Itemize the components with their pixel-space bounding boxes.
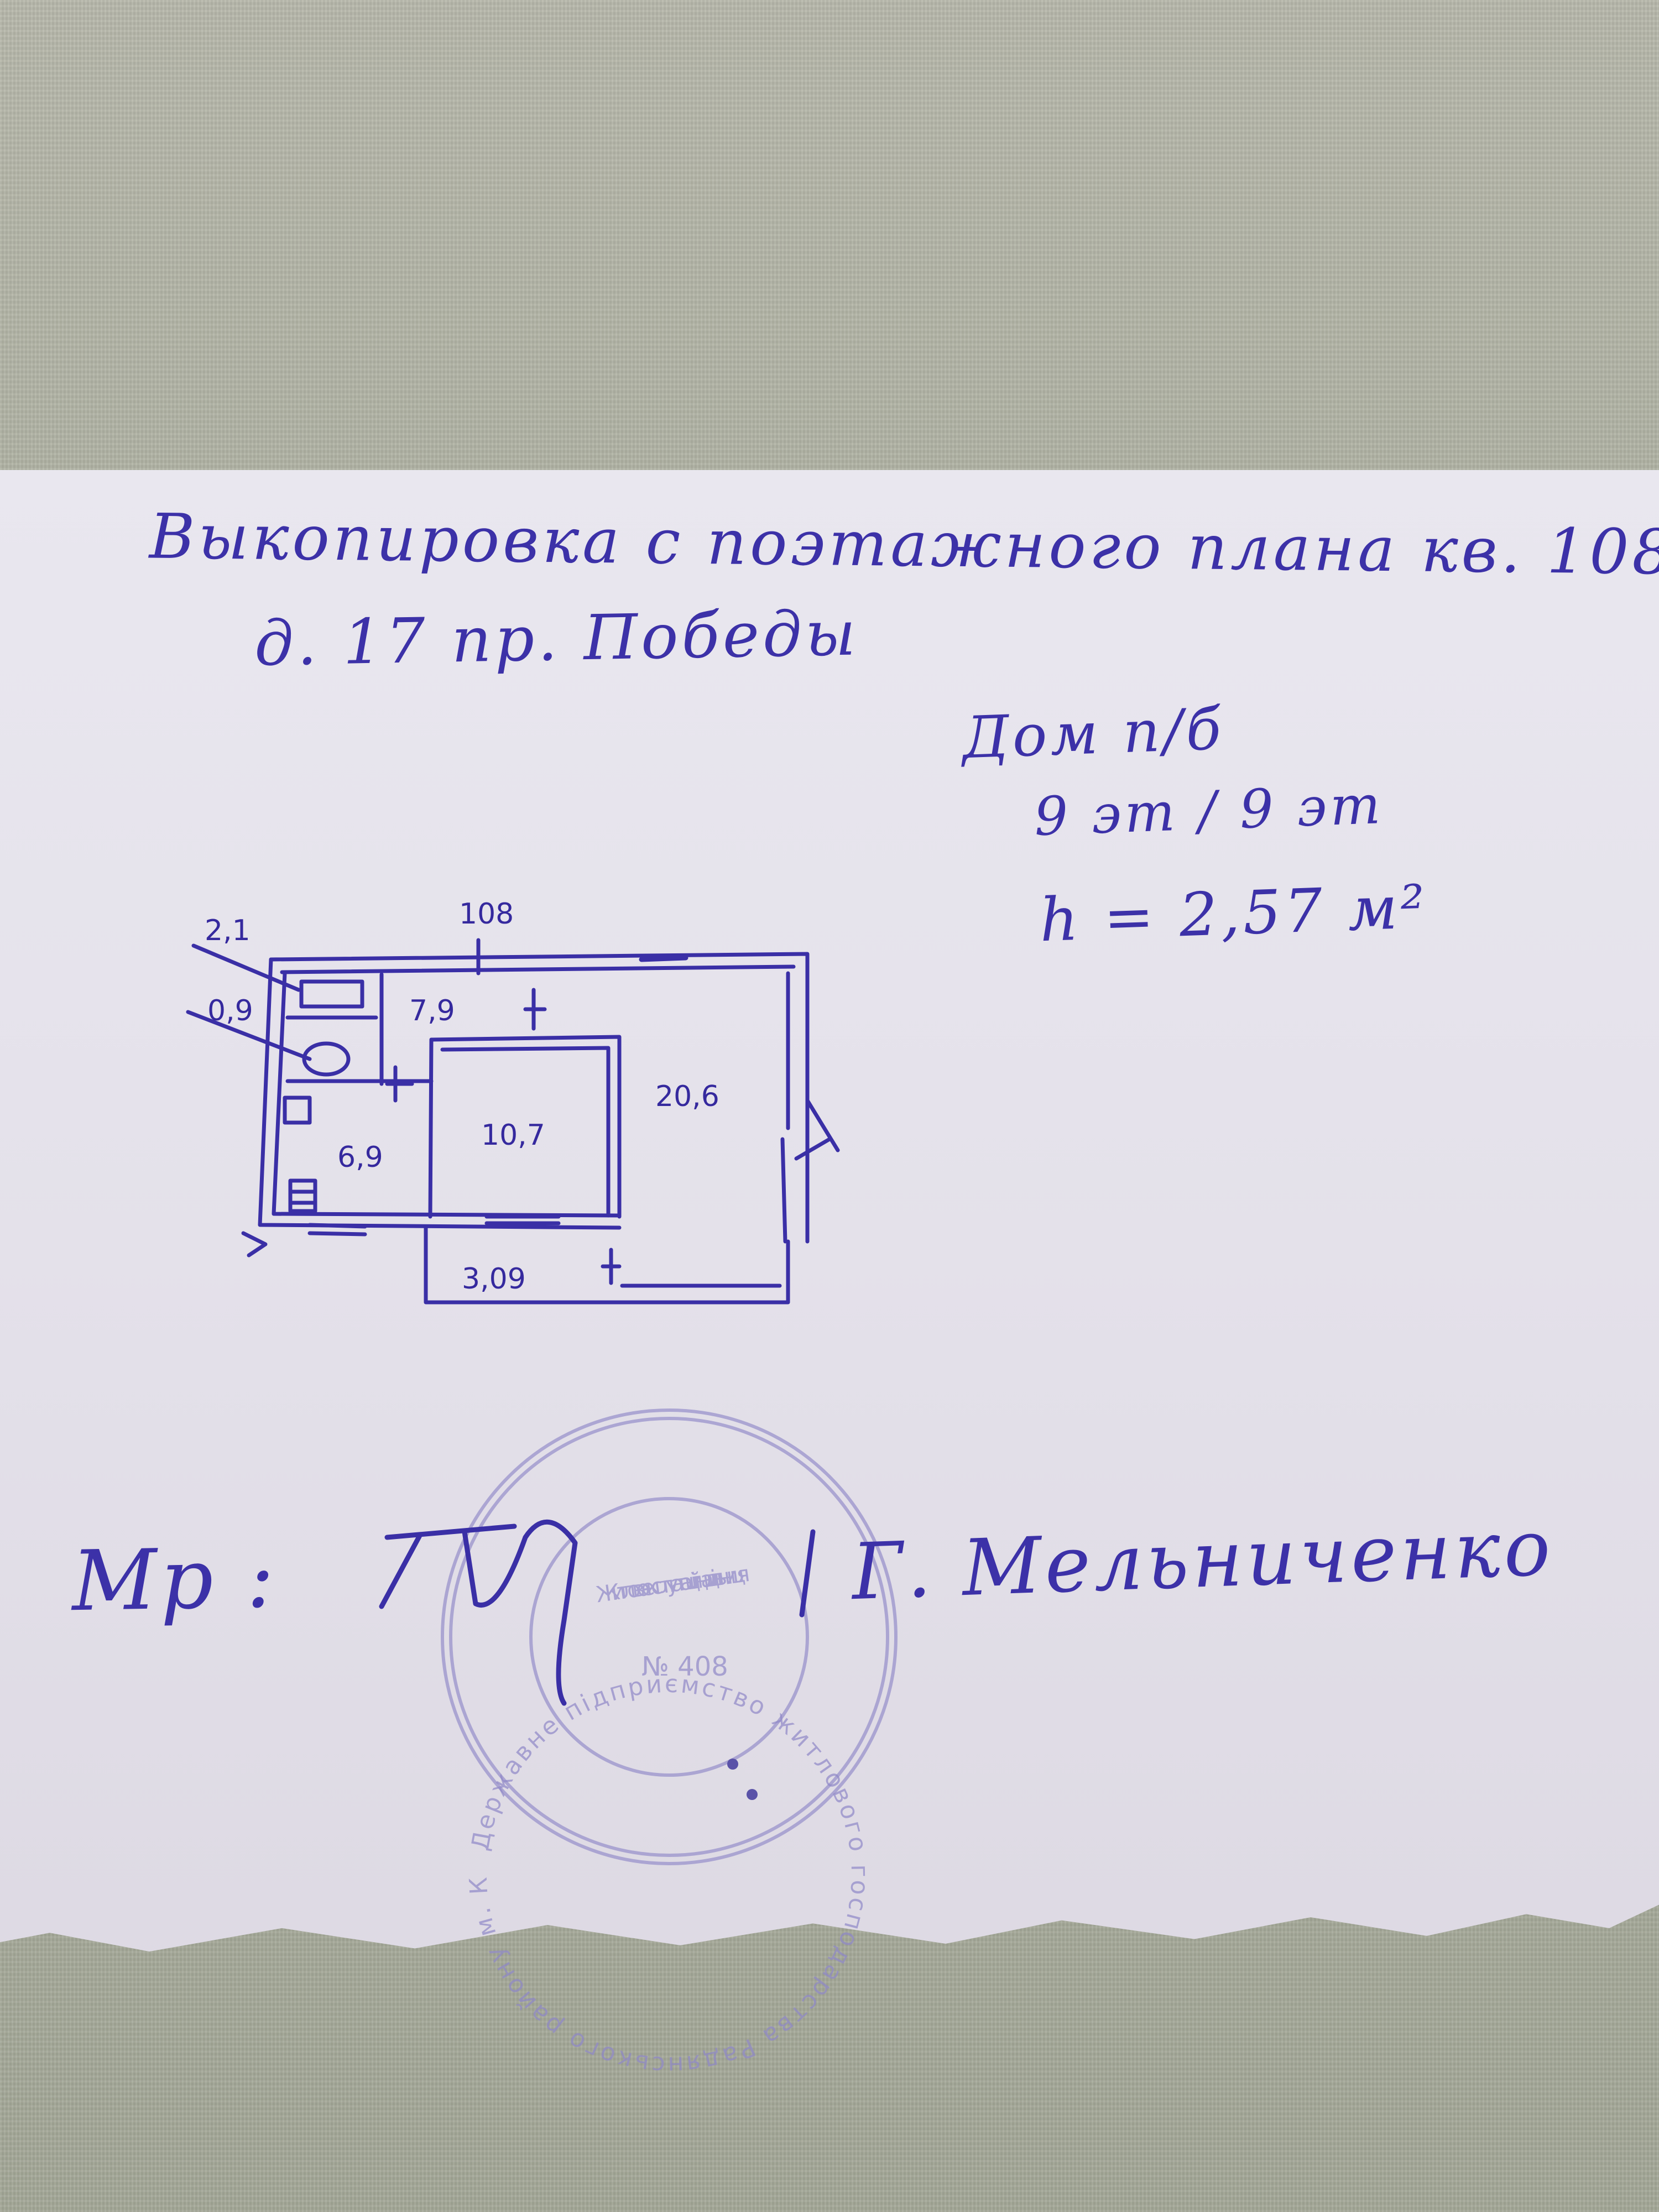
stamp-number: № 408: [641, 1651, 728, 1682]
label-bathroom: 0,9: [207, 994, 253, 1027]
label-living-room: 20,6: [655, 1080, 719, 1113]
balcony-outline: [424, 1225, 790, 1305]
label-corridor: 7,9: [409, 994, 455, 1027]
bedroom-walls: [429, 1035, 622, 1219]
paper-sheet: [0, 470, 1659, 1952]
label-toilet: 2,1: [205, 914, 251, 947]
label-bedroom: 10,7: [481, 1119, 545, 1152]
outer-wall: [269, 952, 810, 1244]
label-balcony: 3,09: [462, 1262, 526, 1296]
label-kitchen: 6,9: [337, 1141, 383, 1174]
apartment-number: 108: [459, 898, 514, 931]
outer-wall-inner: [280, 964, 796, 974]
